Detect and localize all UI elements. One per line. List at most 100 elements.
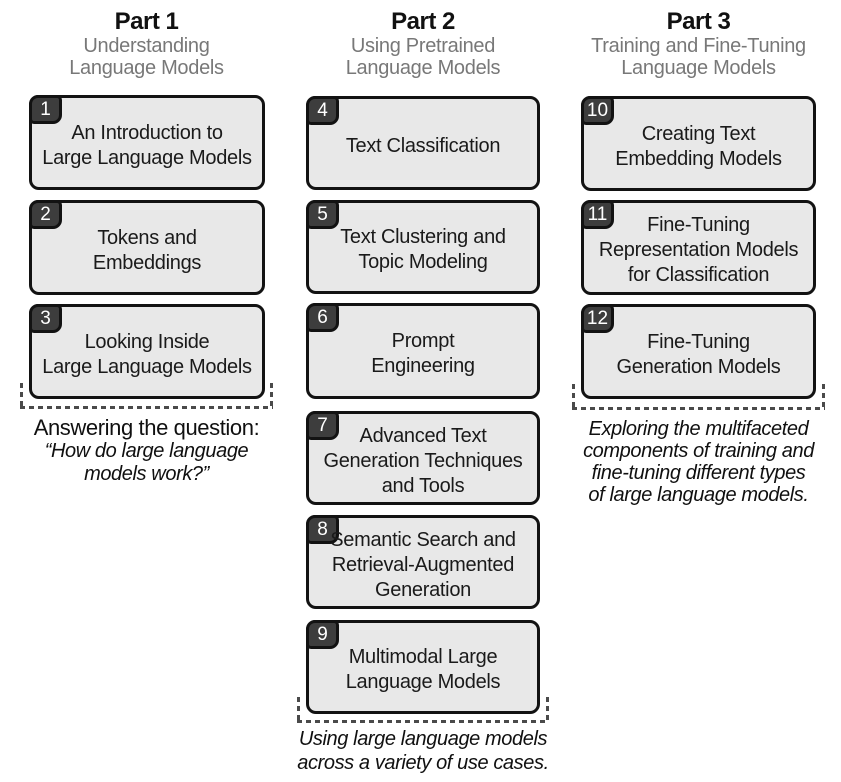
chapter-title-line: Fine-Tuning bbox=[647, 214, 750, 236]
part-title: Part 1 bbox=[114, 8, 179, 35]
chapter-title-line: Retrieval-Augmented bbox=[331, 553, 515, 576]
chapter-title: Text Classification bbox=[309, 99, 537, 187]
chapter-title-line: Embeddings bbox=[92, 251, 202, 274]
caption-italic-line: models work?” bbox=[84, 463, 209, 485]
chapter-title: Prompt Engineering bbox=[309, 306, 537, 396]
chapter-title: Creating Text Embedding Models bbox=[584, 99, 813, 188]
part-subtitle-line: Language Models bbox=[69, 57, 224, 79]
bracket-bottom-dash bbox=[297, 720, 549, 723]
caption-italic-line: across a variety of use cases. bbox=[297, 752, 549, 774]
caption-italic-line: components of training and bbox=[583, 440, 814, 462]
chapter-number-badge: 10 bbox=[581, 96, 614, 125]
bracket-right-dash bbox=[270, 383, 273, 409]
dashed-bracket bbox=[20, 383, 273, 409]
chapter-title-line: Advanced Text bbox=[359, 424, 487, 447]
part-2-column: Part 2 Using Pretrained Language Models … bbox=[297, 0, 549, 782]
chapter-title-line: Large Language Models bbox=[42, 146, 252, 169]
chapter-title: Fine-Tuning Generation Models bbox=[584, 307, 813, 396]
chapter-number-badge: 4 bbox=[306, 96, 339, 125]
chapter-box-1: 1 An Introduction to Large Language Mode… bbox=[29, 95, 265, 190]
chapter-box-9: 9 Multimodal Large Language Models bbox=[306, 620, 540, 714]
chapter-title-line: Looking Inside bbox=[84, 330, 210, 353]
chapter-box-8: 8 Semantic Search and Retrieval-Augmente… bbox=[306, 515, 540, 609]
chapter-number-badge: 2 bbox=[29, 200, 62, 229]
chapter-title-line: An Introduction to bbox=[71, 121, 223, 144]
chapter-title-line: for Classification bbox=[627, 264, 770, 286]
chapter-number-badge: 1 bbox=[29, 95, 62, 124]
chapter-title: Fine-Tuning Representation Models for Cl… bbox=[584, 203, 813, 292]
chapter-title-line: Text Clustering and bbox=[340, 226, 506, 248]
chapter-number-badge: 6 bbox=[306, 303, 339, 332]
chapter-number-badge: 11 bbox=[581, 200, 614, 229]
chapter-box-12: 12 Fine-Tuning Generation Models bbox=[581, 304, 816, 399]
bracket-bottom-dash bbox=[572, 407, 825, 410]
chapter-title-line: Semantic Search and bbox=[330, 528, 516, 551]
chapter-title: Semantic Search and Retrieval-Augmented … bbox=[309, 518, 537, 606]
chapter-box-2: 2 Tokens and Embeddings bbox=[29, 200, 265, 295]
bracket-left-dash bbox=[572, 384, 575, 410]
chapter-number-badge: 5 bbox=[306, 200, 339, 229]
chapter-title-line: Language Models bbox=[345, 671, 501, 693]
chapter-box-6: 6 Prompt Engineering bbox=[306, 303, 540, 399]
chapter-title-line: Text Classification bbox=[345, 134, 501, 157]
bracket-left-dash bbox=[297, 697, 300, 723]
part-subtitle: Using Pretrained Language Models bbox=[297, 35, 549, 79]
chapter-title: Looking Inside Large Language Models bbox=[32, 307, 262, 396]
chapter-title: Advanced Text Generation Techniques and … bbox=[309, 414, 537, 502]
chapter-title-line: Embedding Models bbox=[615, 147, 782, 170]
dashed-bracket bbox=[297, 697, 549, 723]
part-title: Part 2 bbox=[391, 8, 455, 35]
caption-italic-line: of large language models. bbox=[588, 484, 809, 506]
part-1-column: Part 1 Understanding Language Models 1 A… bbox=[20, 0, 273, 782]
chapter-box-5: 5 Text Clustering and Topic Modeling bbox=[306, 200, 540, 294]
chapter-title-line: Fine-Tuning bbox=[647, 330, 750, 353]
chapter-number-badge: 3 bbox=[29, 304, 62, 333]
bracket-right-dash bbox=[822, 384, 825, 410]
part-subtitle-line: Language Models bbox=[345, 57, 501, 79]
chapter-title: Tokens and Embeddings bbox=[32, 203, 262, 292]
part-caption: Answering the question: “How do large la… bbox=[34, 416, 260, 486]
chapter-title-line: Tokens and bbox=[97, 226, 197, 249]
part-subtitle-line: Using Pretrained bbox=[350, 35, 496, 57]
part-subtitle-line: Understanding bbox=[83, 35, 210, 57]
chapter-title-line: Multimodal Large bbox=[348, 646, 498, 668]
dashed-bracket bbox=[572, 384, 825, 410]
part-caption: Using large language models across a var… bbox=[297, 727, 549, 775]
chapter-title-line: and Tools bbox=[381, 474, 465, 497]
caption-italic-line: Exploring the multifaceted bbox=[588, 418, 809, 440]
chapter-box-10: 10 Creating Text Embedding Models bbox=[581, 96, 816, 191]
chapter-box-7: 7 Advanced Text Generation Techniques an… bbox=[306, 411, 540, 505]
caption-lead-line: Answering the question: bbox=[33, 415, 260, 440]
part-subtitle-line: Training and Fine-Tuning bbox=[591, 35, 806, 57]
chapter-title-line: Generation bbox=[375, 578, 471, 601]
caption-italic-line: Using large language models bbox=[298, 728, 548, 750]
chapter-title-line: Topic Modeling bbox=[358, 251, 488, 273]
caption-italic-line: fine-tuning different types bbox=[591, 462, 806, 484]
chapter-number-badge: 12 bbox=[581, 304, 614, 333]
part-subtitle-line: Language Models bbox=[621, 57, 776, 79]
chapter-number-badge: 8 bbox=[306, 515, 339, 544]
chapter-title-line: Generation Models bbox=[616, 355, 781, 378]
chapter-box-4: 4 Text Classification bbox=[306, 96, 540, 190]
chapter-box-3: 3 Looking Inside Large Language Models bbox=[29, 304, 265, 399]
chapter-number-badge: 7 bbox=[306, 411, 339, 440]
part-caption: Exploring the multifaceted components of… bbox=[583, 418, 814, 506]
chapter-title-line: Generation Techniques bbox=[323, 449, 523, 472]
part-title: Part 3 bbox=[666, 8, 731, 35]
bracket-left-dash bbox=[20, 383, 23, 409]
chapter-title-line: Large Language Models bbox=[42, 355, 252, 378]
chapter-number-badge: 9 bbox=[306, 620, 339, 649]
chapter-box-11: 11 Fine-Tuning Representation Models for… bbox=[581, 200, 816, 295]
chapter-title-line: Creating Text bbox=[641, 122, 756, 145]
chapter-title: Text Clustering and Topic Modeling bbox=[309, 203, 537, 291]
chapter-title: An Introduction to Large Language Models bbox=[32, 98, 262, 187]
bracket-right-dash bbox=[546, 697, 549, 723]
bracket-bottom-dash bbox=[20, 406, 273, 409]
chapter-title: Multimodal Large Language Models bbox=[309, 623, 537, 711]
chapter-title-line: Representation Models bbox=[598, 239, 799, 261]
part-subtitle: Understanding Language Models bbox=[20, 35, 273, 79]
part-3-column: Part 3 Training and Fine-Tuning Language… bbox=[572, 0, 825, 782]
part-subtitle: Training and Fine-Tuning Language Models bbox=[572, 35, 825, 79]
chapter-title-line: Engineering bbox=[371, 355, 475, 377]
